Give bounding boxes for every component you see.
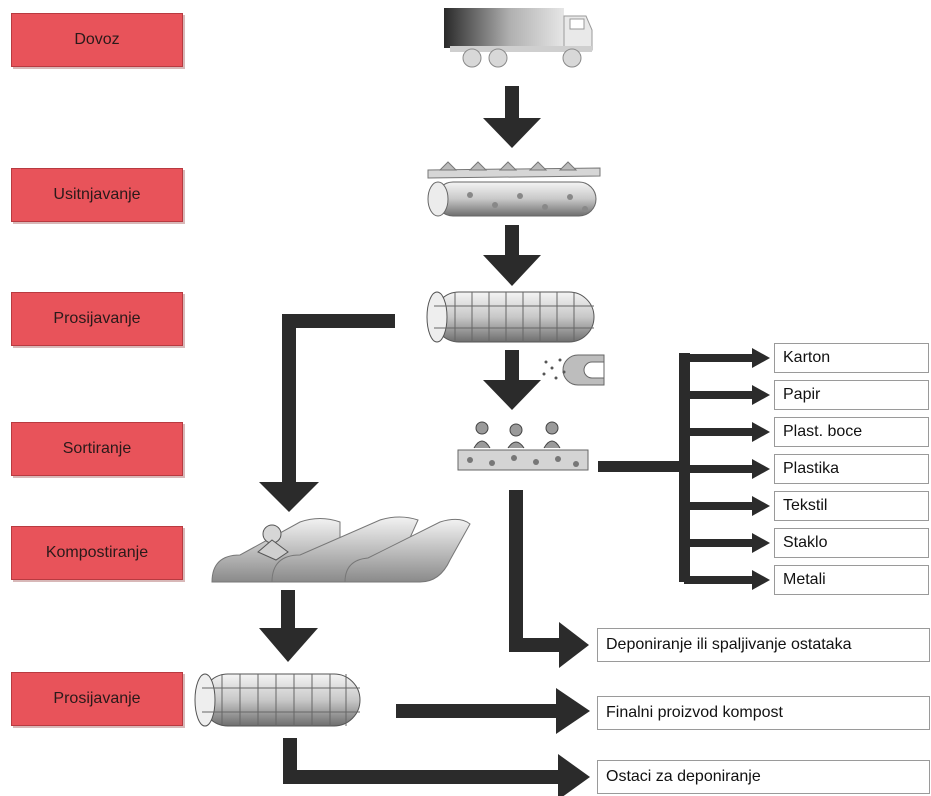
material-label: Papir [783, 386, 821, 403]
material-branch-arrows [684, 348, 770, 590]
material-box-plastika: Plastika [774, 454, 929, 484]
branch-arrowhead [752, 422, 770, 442]
material-label: Plastika [783, 460, 840, 477]
shredder-icon [427, 161, 601, 217]
arrow-screen-to-compost [282, 314, 395, 328]
output-box-landfill: Deponiranje ili spaljivanje ostataka [597, 628, 930, 662]
drum-screen-icon [194, 673, 361, 727]
arrow-sorting-to-materials [598, 461, 684, 472]
stage-label: Usitnjavanje [53, 186, 141, 203]
material-box-metali: Metali [774, 565, 929, 595]
stage-label: Kompostiranje [45, 544, 149, 561]
output-label: Ostaci za deponiranje [606, 768, 761, 785]
drum-screen-icon [426, 291, 595, 343]
arrowhead [259, 482, 319, 512]
stage-prosijavanje-2: Prosijavanje [11, 672, 183, 726]
branch-arrow-shaft [684, 391, 752, 399]
arrowhead [556, 688, 590, 734]
branch-arrow-shaft [684, 502, 752, 510]
arrow-truck-to-shredder [505, 86, 519, 118]
arrowhead [259, 628, 318, 662]
branch-arrow-shaft [684, 354, 752, 362]
stage-sortiranje: Sortiranje [11, 422, 183, 476]
flow-arrows [259, 86, 690, 796]
sorting-workers-icon [457, 421, 589, 471]
stage-prosijavanje: Prosijavanje [11, 292, 183, 346]
magnet-icon [542, 354, 605, 386]
material-label: Karton [783, 349, 831, 366]
branch-arrowhead [752, 533, 770, 553]
arrow-compost-to-screen [281, 590, 295, 628]
arrowhead [483, 255, 541, 286]
material-label: Plast. boce [783, 423, 863, 440]
branch-arrowhead [752, 348, 770, 368]
material-label: Staklo [783, 534, 828, 551]
stage-label: Sortiranje [62, 440, 132, 457]
arrow-shredder-to-screen [505, 225, 519, 255]
material-label: Metali [783, 571, 826, 588]
material-box-tekstil: Tekstil [774, 491, 929, 521]
branch-arrow-shaft [684, 428, 752, 436]
compost-windrows-icon [211, 516, 471, 583]
output-box-residue: Ostaci za deponiranje [597, 760, 930, 794]
branch-arrow-shaft [684, 539, 752, 547]
material-label: Tekstil [783, 497, 828, 514]
output-label: Deponiranje ili spaljivanje ostataka [606, 636, 852, 653]
arrowhead [483, 118, 541, 148]
arrowhead [558, 754, 590, 796]
branch-arrowhead [752, 385, 770, 405]
stage-label: Dovoz [74, 31, 120, 48]
material-box-staklo: Staklo [774, 528, 929, 558]
material-box-karton: Karton [774, 343, 929, 373]
truck-icon [444, 8, 593, 68]
branch-arrowhead [752, 570, 770, 590]
branch-arrow-shaft [684, 576, 752, 584]
stage-label: Prosijavanje [53, 310, 141, 327]
arrowhead [483, 380, 541, 410]
stage-usitnjavanje: Usitnjavanje [11, 168, 183, 222]
stage-kompostiranje: Kompostiranje [11, 526, 183, 580]
output-label: Finalni proizvod kompost [606, 704, 783, 721]
material-box-papir: Papir [774, 380, 929, 410]
branch-arrowhead [752, 459, 770, 479]
arrowhead [559, 622, 589, 668]
arrow-sorting-to-landfill [509, 490, 523, 652]
branch-arrow-shaft [684, 465, 752, 473]
output-box-final-compost: Finalni proizvod kompost [597, 696, 930, 730]
arrow-screen-to-final [396, 704, 556, 718]
material-box-plast-boce: Plast. boce [774, 417, 929, 447]
branch-arrowhead [752, 496, 770, 516]
stage-label: Prosijavanje [53, 690, 141, 707]
stage-dovoz: Dovoz [11, 13, 183, 67]
arrow-screen-to-sorting [505, 350, 519, 380]
